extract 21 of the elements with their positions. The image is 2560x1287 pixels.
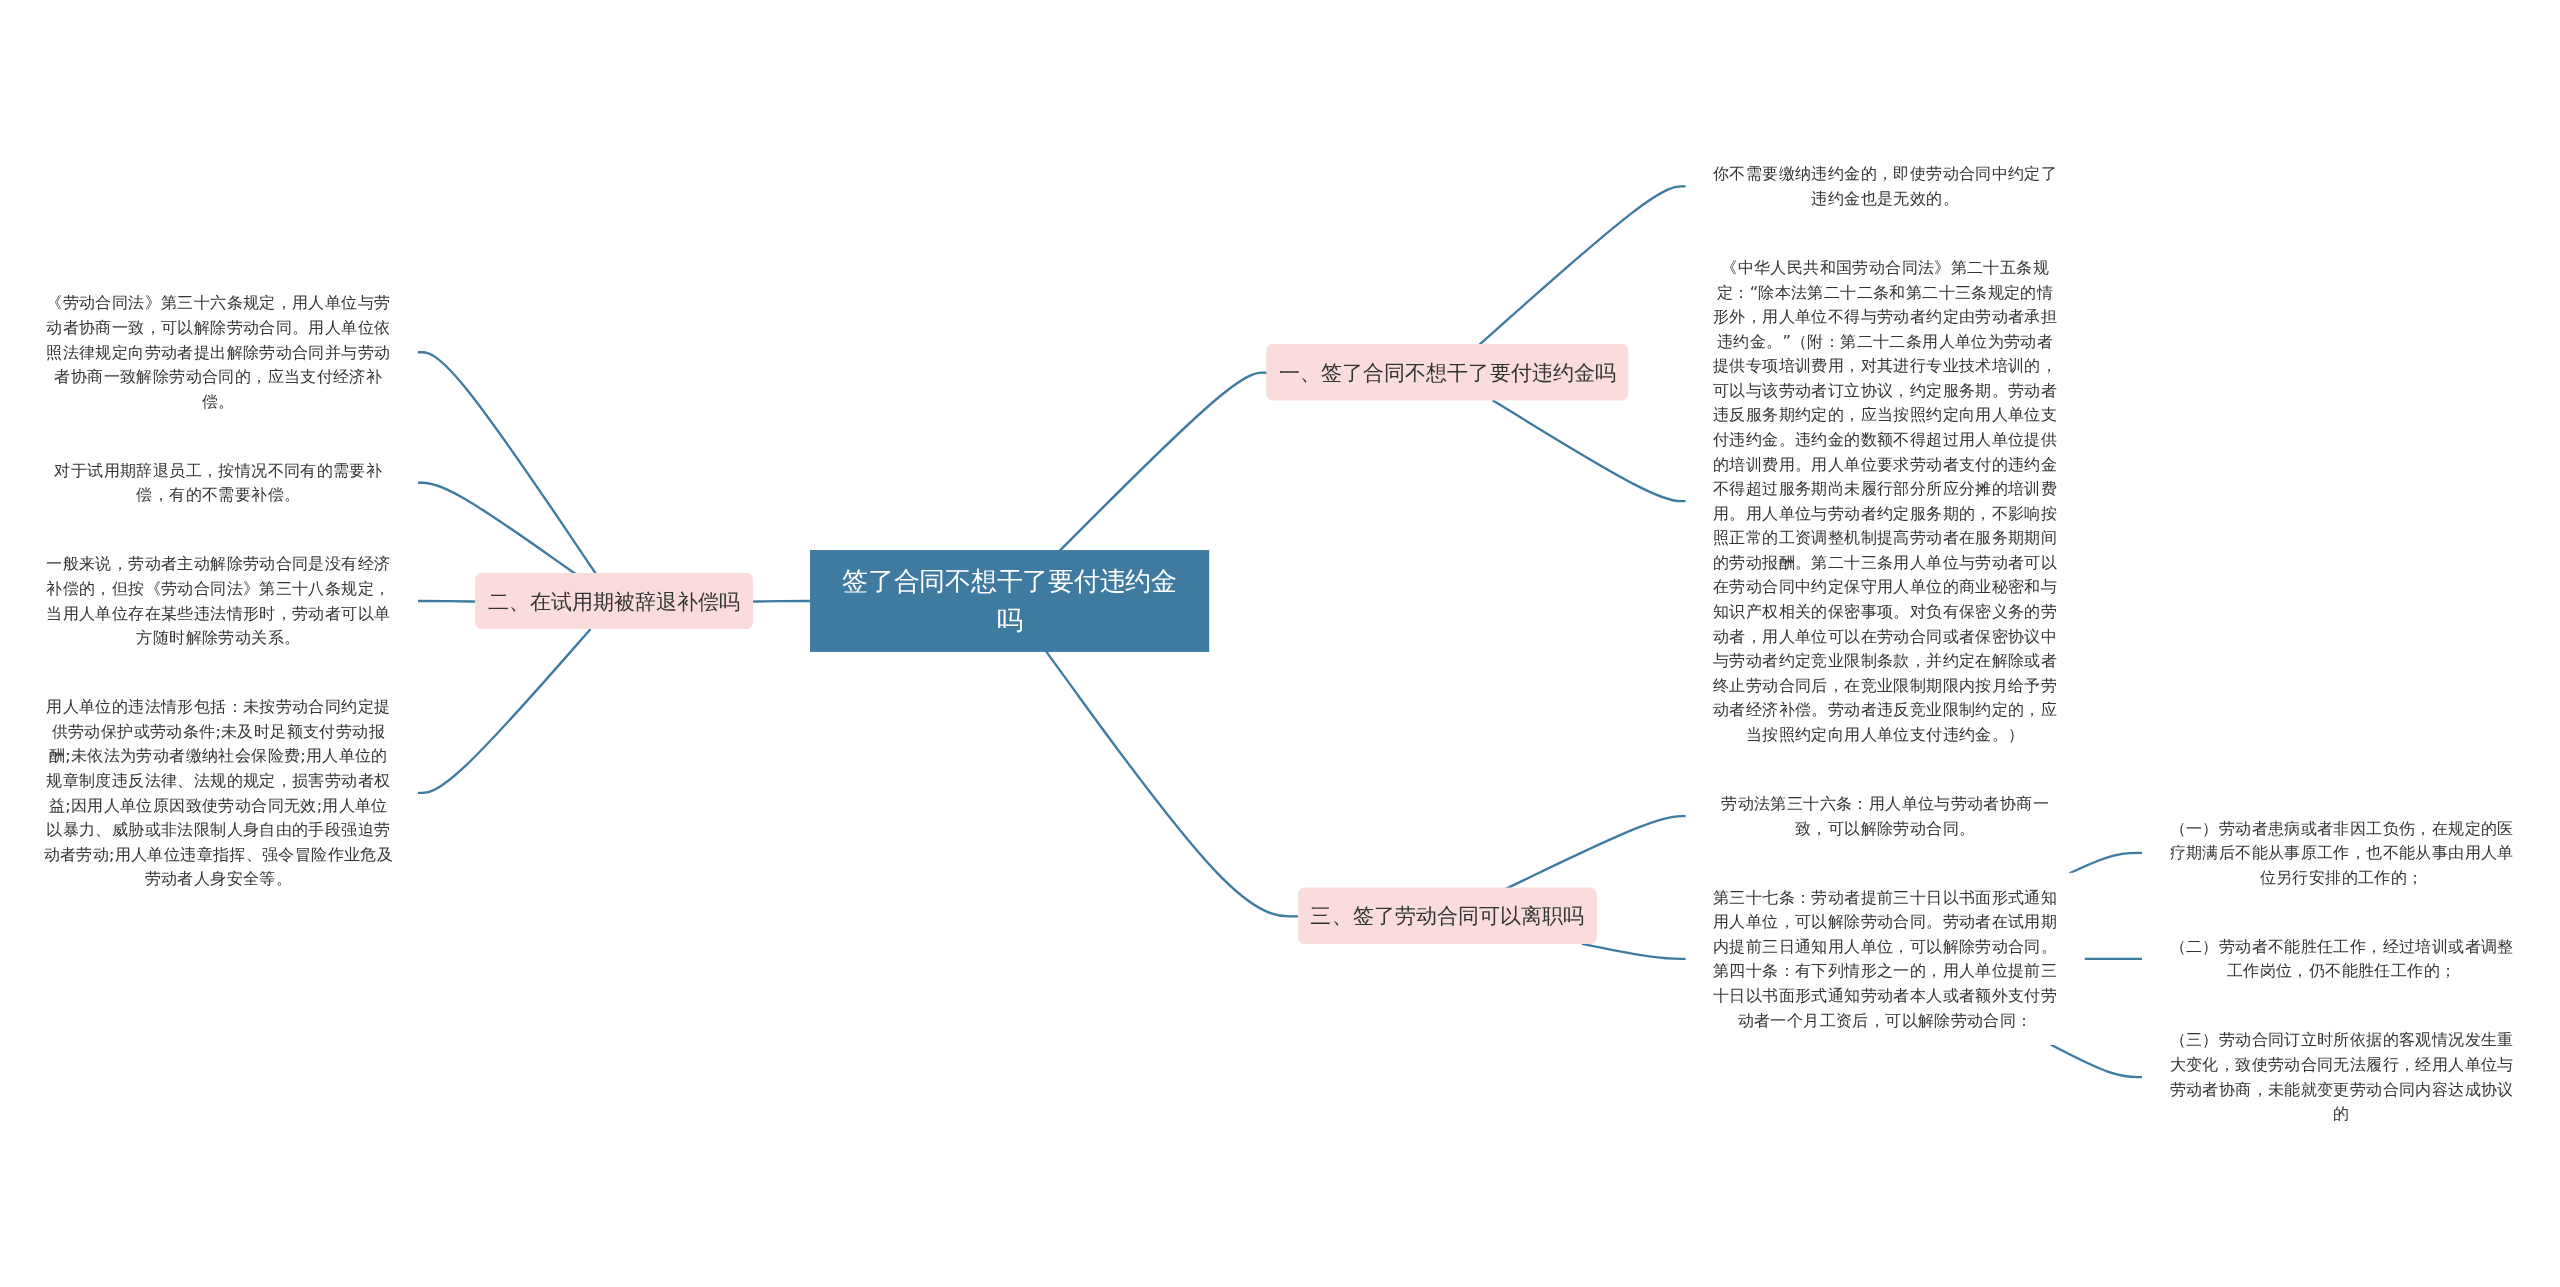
node-box: 签了合同不想干了要付违约金吗 — [810, 549, 1210, 652]
node-text: （一）劳动者患病或者非因工负伤，在规定的医疗期满后不能从事原工作，也不能从事由用人单位另行安排的工作的； — [2169, 817, 2514, 886]
node-text: 用人单位的违法情形包括：未按劳动合同约定提供劳动保护或劳动条件;未及时足额支付劳动报酬;未依法为劳动者缴纳社会保险费;用人单位的规章制度违反法律、法规的规定，损害劳动者权益;因用人单位原因致使劳动合同无效;用人单位以暴力、威胁或非法限制人身自由的手段强迫劳动者劳动;用人单位违章指挥、强令冒险作业危及劳动者人身安全等。 — [43, 696, 394, 888]
connector — [2068, 851, 2143, 874]
connector — [752, 599, 811, 603]
node-text: 第三十七条：劳动者提前三十日以书面形式通知用人单位，可以解除劳动合同。劳动者在试用期内提前三日通知用人单位，可以解除劳动合同。第四十条：有下列情形之一的，用人单位提前三十日以书面形式通知劳动者本人或者额外支付劳动者一个月工资后，可以解除劳动合同： — [1713, 886, 2058, 1029]
connector — [1059, 370, 1268, 551]
connector — [2084, 957, 2143, 960]
connector — [417, 627, 592, 794]
node-text: （二）劳动者不能胜任工作，经过培训或者调整工作岗位，仍不能胜任工作的； — [2169, 936, 2514, 980]
node-text: 一般来说，劳动者主动解除劳动合同是没有经济补偿的，但按《劳动合同法》第三十八条规定，当用人单位存在某些违法情形时，劳动者可以单方随时解除劳动关系。 — [46, 553, 391, 647]
node-text: （三）劳动合同订立时所依据的客观情况发生重大变化，致使劳动合同无法履行，经用人单位与劳动者协商，未能就变更劳动合同内容达成协议的 — [2169, 1029, 2514, 1123]
node-text: 《劳动合同法》第三十六条规定，用人单位与劳动者协商一致，可以解除劳动合同。用人单位依照法律规定向劳动者提出解除劳动合同并与劳动者协商一致解除劳动合同的，应当支付经济补偿。 — [46, 292, 391, 410]
node-text: 你不需要缴纳违约金的，即使劳动合同中约定了违约金也是无效的。 — [1713, 163, 2058, 207]
connector — [2049, 1042, 2143, 1078]
node-text: 《中华人民共和国劳动合同法》第二十五条规定：“除本法第二十二条和第二十三条规定的情形外，用人单位不得与劳动者约定由劳动者承担违约金。”（附：第二十二条用人单位为劳动者提供专项培训费用，对其进行专业技术培训的，可以与该劳动者订立协议，约定服务期。劳动者违反服务期约定的，应当按照约定向用人单位支付违约金。违约金的数额不得超过用人单位提供的培训费用。用人单位要求劳动者支付的违约金不得超过服务期尚未履行部分所应分摊的培训费用。用人单位与劳动者约定服务期的，不影响按照正常的工资调整机制提高劳动者在服务期期间的劳动报酬。第二十三条用人单位与劳动者可以在劳动合同中约定保守用人单位的商业秘密和与知识产权相关的保密事项。对负有保密义务的劳动者，用人单位可以在劳动合同或者保密协议中与劳动者约定竞业限制条款，并约定在解除或者终止劳动合同后，在竞业限制期限内按月给予劳动者经济补偿。劳动者违反竞业限制约定的，应当按照约定向用人单位支付违约金。） — [1713, 257, 2058, 743]
connector — [1581, 942, 1687, 960]
connector — [1492, 398, 1687, 502]
connector — [1478, 184, 1687, 346]
node-text: 劳动法第三十六条：用人单位与劳动者协商一致，可以解除劳动合同。 — [1721, 793, 2050, 837]
node-text: 对于试用期辞退员工，按情况不同有的需要补偿，有的不需要补偿。 — [54, 460, 383, 504]
